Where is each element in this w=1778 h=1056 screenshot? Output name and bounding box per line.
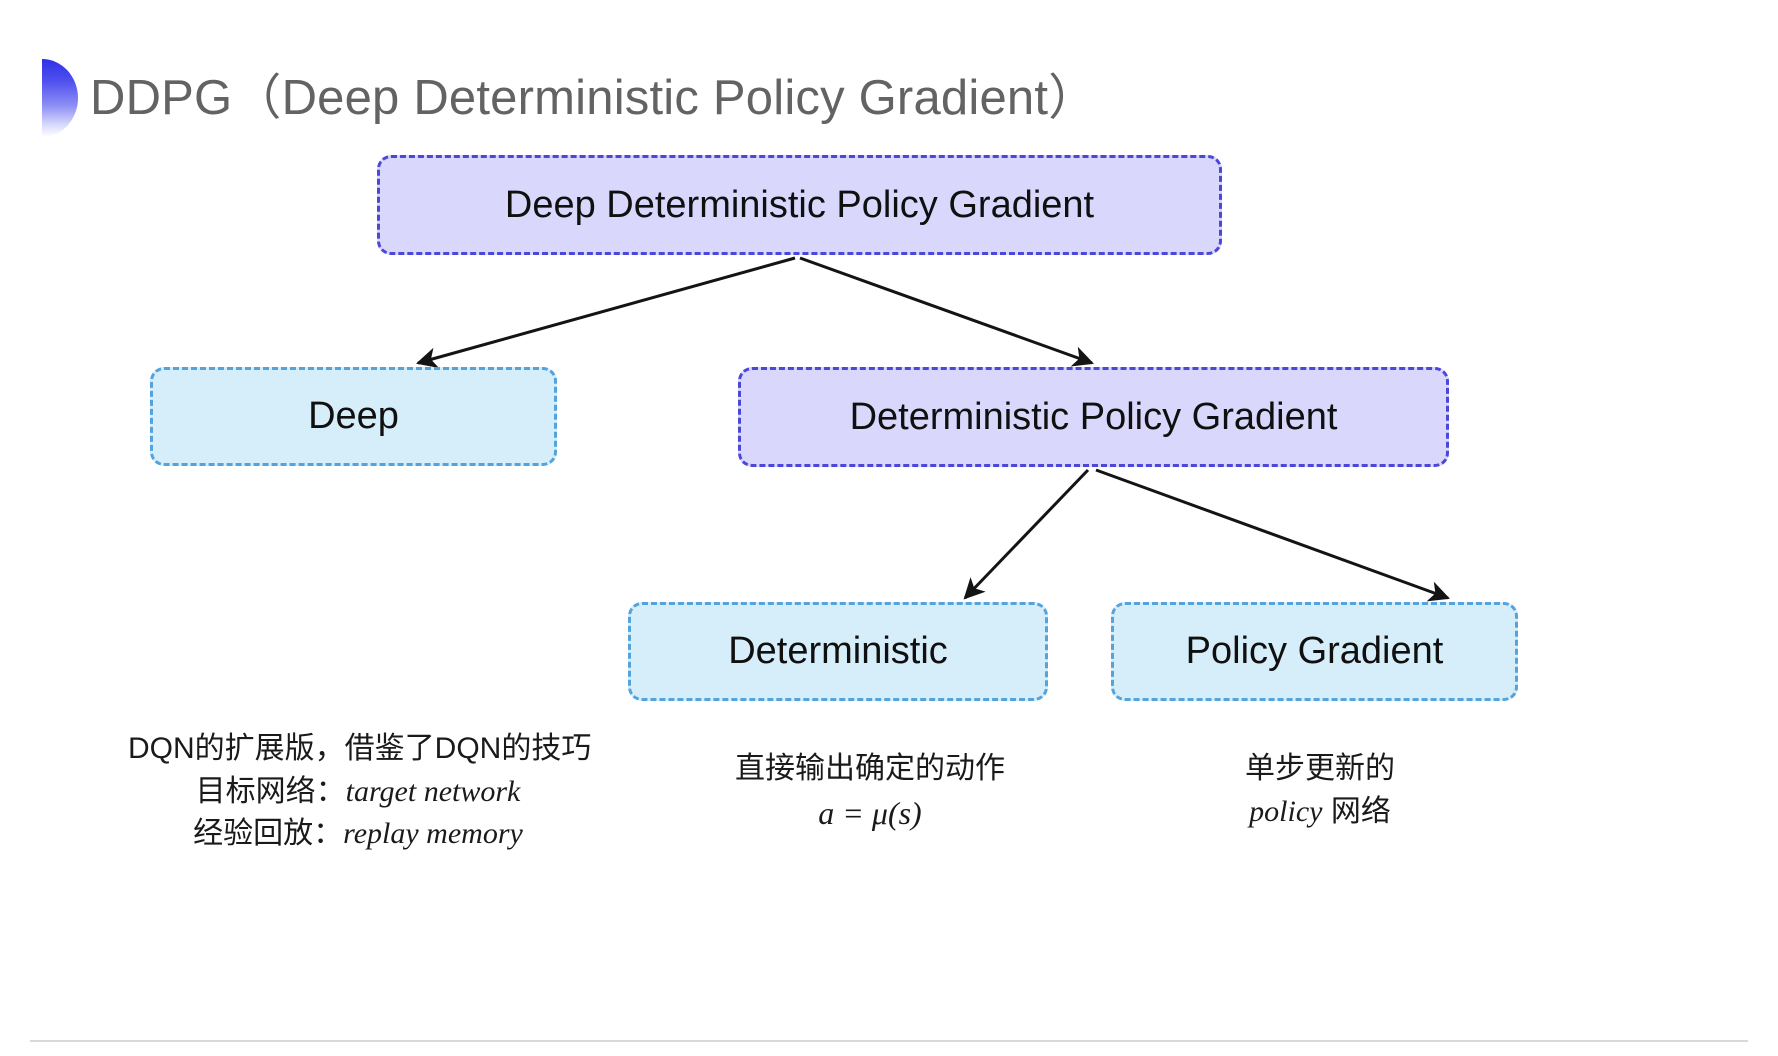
edge-dpg-to-policy-gradient [1095, 468, 1450, 602]
title-bullet-icon [42, 59, 78, 137]
node-label: Deterministic [728, 630, 948, 672]
note-deep-line1: DQN的扩展版，借鉴了DQN的技巧 [128, 732, 592, 765]
note-policy-line2: policy 网络 [1185, 791, 1455, 834]
node-policy-gradient[interactable]: Policy Gradient [1111, 602, 1518, 701]
note-policy-gradient: 单步更新的 policy 网络 [1185, 748, 1455, 833]
note-deterministic-formula: a = μ(s) [818, 794, 922, 831]
node-deterministic[interactable]: Deterministic [628, 602, 1048, 701]
edge-dpg-to-deterministic [963, 468, 1090, 600]
node-label: Deep [308, 395, 399, 437]
node-label: Policy Gradient [1185, 630, 1444, 672]
note-deep-line2-label: 目标网络： [195, 774, 346, 808]
note-deep-line2: 目标网络：target network [128, 771, 588, 814]
title-text: DDPG（Deep Deterministic Policy Gradient） [90, 70, 1098, 125]
page-title: DDPG（Deep Deterministic Policy Gradient） [42, 59, 1098, 137]
node-deep-deterministic-policy-gradient[interactable]: Deep Deterministic Policy Gradient [377, 155, 1222, 255]
note-deep-line2-term: target network [345, 774, 521, 808]
node-label: Deterministic Policy Gradient [849, 395, 1338, 438]
note-deterministic-line1: 直接输出确定的动作 [735, 752, 1005, 785]
note-deep-line3-label: 经验回放： [193, 817, 344, 851]
slide-bottom-rule [30, 1040, 1748, 1042]
edge-root-to-dpg [799, 256, 1094, 367]
note-deep-line3: 经验回放：replay memory [128, 813, 588, 856]
note-deep-line3-term: replay memory [343, 817, 523, 851]
node-label: Deep Deterministic Policy Gradient [504, 183, 1095, 226]
note-policy-line1: 单步更新的 [1245, 752, 1395, 785]
note-policy-line2-tail: 网络 [1322, 794, 1391, 828]
edge-root-to-deep [415, 256, 796, 369]
note-deep: DQN的扩展版，借鉴了DQN的技巧 目标网络：target network 经验… [128, 728, 592, 856]
node-deterministic-policy-gradient[interactable]: Deterministic Policy Gradient [738, 367, 1449, 467]
note-deterministic: 直接输出确定的动作 a = μ(s) [705, 748, 1035, 836]
note-policy-line2-term: policy [1249, 794, 1323, 828]
node-deep[interactable]: Deep [150, 367, 557, 466]
